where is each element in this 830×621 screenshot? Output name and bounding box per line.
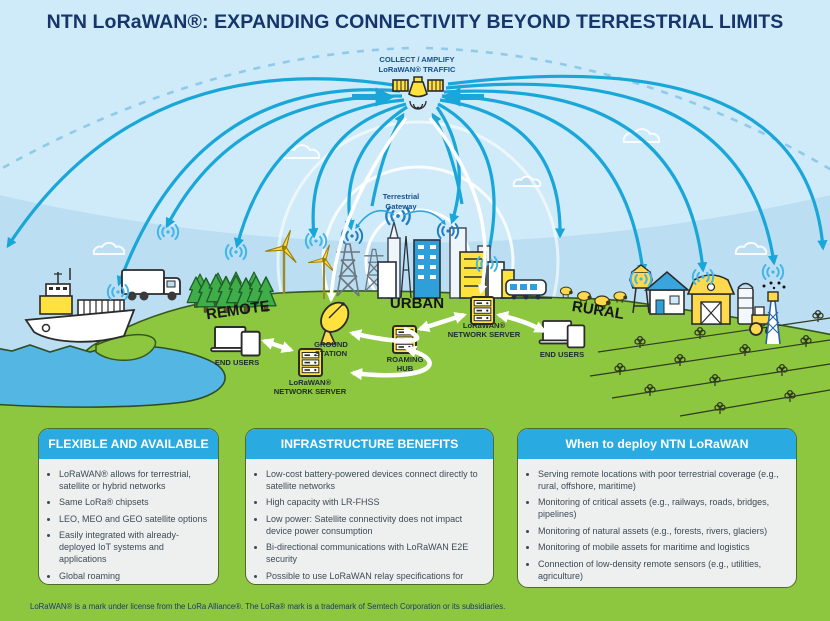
ship-icon [24, 268, 136, 343]
network-server-urban-line1: LoRaWAN® [462, 321, 506, 330]
bullet-item: Possible to use LoRaWAN relay specificat… [266, 571, 485, 584]
network-server-urban-icon [470, 296, 495, 325]
network-server-left-line2: NETWORK SERVER [273, 387, 347, 397]
panel-when-to-deploy: When to deploy NTN LoRaWAN Serving remot… [517, 428, 797, 588]
end-users-right-icon [538, 320, 586, 349]
headland [95, 333, 157, 361]
crop-rows [589, 309, 830, 417]
bullet-item: LoRaWAN® allows for terrestrial, satelli… [59, 469, 210, 493]
bullet-item: Connection of low-density remote sensors… [538, 559, 788, 583]
satellite-caption-line2: LoRaWAN® TRAFFIC [378, 64, 456, 74]
gateway-caption-line1: Terrestrial [382, 192, 420, 201]
roaming-hub-label: ROAMING HUB [387, 355, 424, 373]
panel-bullet-list: Serving remote locations with poor terre… [518, 459, 796, 588]
panel-infrastructure-benefits: INFRASTRUCTURE BENEFITS Low-cost battery… [245, 428, 494, 585]
train-icon [500, 279, 552, 300]
zone-label-urban: URBAN [389, 295, 445, 312]
bullet-item: Serving remote locations with poor terre… [538, 469, 788, 493]
antenna-tower [400, 235, 412, 299]
satellite-caption-line1: COLLECT / AMPLIFY [379, 55, 455, 64]
derrick-icon [762, 281, 786, 345]
end-users-left-icon [210, 326, 261, 357]
bullet-item: Same LoRa® chipsets [59, 497, 210, 509]
satellite-link-arrows [6, 74, 828, 295]
end-users-left-label: END USERS [214, 358, 260, 367]
panel-title: INFRASTRUCTURE BENEFITS [246, 429, 493, 459]
bullet-item: Monitoring of critical assets (e.g., rai… [538, 497, 788, 521]
page-title: NTN LoRaWAN®: EXPANDING CONNECTIVITY BEY… [46, 11, 784, 33]
bullet-item: Low power: Satellite connectivity does n… [266, 514, 485, 538]
panel-bullet-list: LoRaWAN® allows for terrestrial, satelli… [39, 459, 218, 584]
ground-station-label-line2: STATION [314, 349, 348, 359]
network-server-urban-line2: NETWORK SERVER [447, 330, 521, 340]
white-uplink-arrows [326, 116, 488, 303]
bullet-item: Bi-directional communications with LoRaW… [266, 542, 485, 566]
silo-icon [737, 282, 754, 325]
bullet-item: Easily integrated with already-deployed … [59, 530, 210, 566]
end-users-right-label: END USERS [539, 350, 585, 359]
bullet-item: Monitoring of natural assets (e.g., fore… [538, 526, 788, 538]
satellite-caption: COLLECT / AMPLIFY LoRaWAN® TRAFFIC [379, 55, 456, 75]
panel-title: When to deploy NTN LoRaWAN [518, 429, 796, 459]
panel-flexible-and-available: FLEXIBLE AND AVAILABLE LoRaWAN® allows f… [38, 428, 219, 585]
ground-station-label: GROUND STATION [314, 340, 348, 358]
ground-link-arrows [261, 311, 547, 381]
bullet-item: Low-cost battery-powered devices connect… [266, 469, 485, 493]
panel-title: FLEXIBLE AND AVAILABLE [39, 429, 218, 459]
bullet-item: Monitoring of mobile assets for maritime… [538, 542, 788, 554]
bullet-item: LEO, MEO and GEO satellite options [59, 514, 210, 526]
roaming-hub-line1: ROAMING [386, 355, 424, 364]
ground-station-label-line1: GROUND [314, 340, 348, 349]
network-server-left-label: LoRaWAN® NETWORK SERVER [274, 378, 346, 396]
gateway-arcs [355, 209, 446, 230]
trademark-footer: LoRaWAN® is a mark under license from th… [30, 602, 506, 611]
ground-station-icon [319, 301, 350, 345]
roaming-hub-line2: HUB [396, 364, 414, 374]
satellite-icon [392, 76, 444, 110]
house-icon [643, 270, 691, 315]
network-server-left-line1: LoRaWAN® [288, 378, 332, 387]
gateway-caption-line2: Gateway [385, 201, 417, 211]
orbit-path [0, 46, 830, 171]
bullet-item: High capacity with LR-FHSS [266, 497, 485, 509]
gateway-caption: Terrestrial Gateway [383, 192, 420, 212]
network-server-urban-label: LoRaWAN® NETWORK SERVER [448, 321, 520, 339]
bullet-item: Global roaming [59, 571, 210, 583]
truck-icon [121, 269, 181, 301]
cloud [282, 128, 661, 159]
panel-bullet-list: Low-cost battery-powered devices connect… [246, 459, 493, 584]
barn-icon [686, 274, 736, 325]
bullet-item: Monitoring energy infrastructure and ren… [538, 587, 788, 588]
